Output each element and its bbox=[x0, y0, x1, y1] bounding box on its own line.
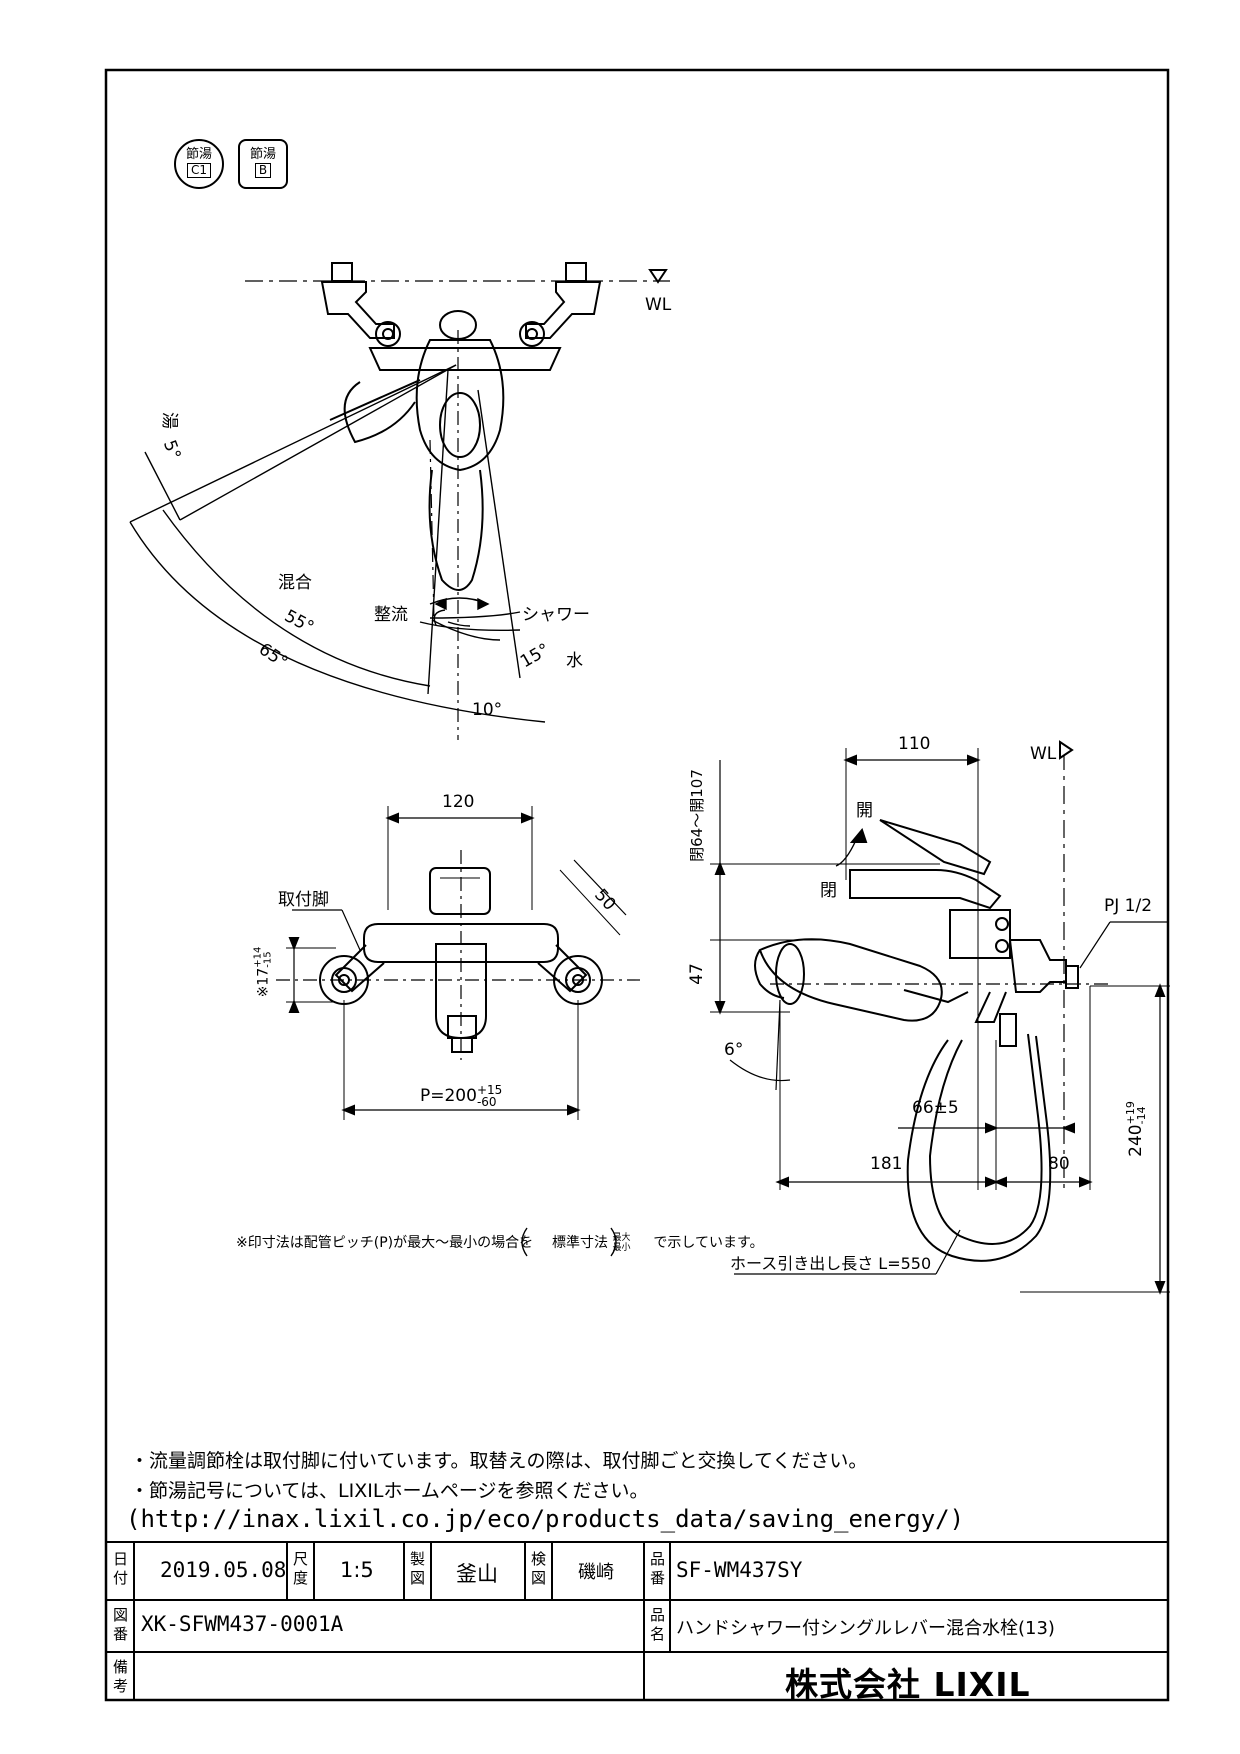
footnote-max: 最大 bbox=[612, 1233, 631, 1243]
dimension-footnote: ※印寸法は配管ピッチ(P)が最大～最小の場合を 標準寸法 最大最小 で示していま… bbox=[236, 1232, 764, 1253]
top-view-faucet bbox=[245, 262, 670, 740]
footnote-min: 最小 bbox=[612, 1243, 631, 1253]
offset-tol-minus: -15 bbox=[262, 951, 274, 968]
company-logo: 株式会社 LIXIL bbox=[785, 1665, 1031, 1704]
footnote-prefix: ※印寸法は配管ピッチ(P)が最大～最小の場合を bbox=[236, 1235, 534, 1251]
wall-dim: 80 bbox=[1048, 1154, 1070, 1174]
badge-b-top: 節湯 bbox=[249, 147, 276, 162]
part-no-label: 品番 bbox=[650, 1550, 666, 1587]
spout-dim: 66±5 bbox=[912, 1098, 959, 1118]
top-view-angle-lines bbox=[129, 364, 546, 723]
check-label: 検図 bbox=[531, 1550, 547, 1587]
sheet-frame bbox=[104, 68, 1170, 1702]
part-no-value: SF-WM437SY bbox=[676, 1558, 803, 1582]
offset-dim: ※17+14-15 bbox=[252, 947, 274, 998]
pipe-size-label: PJ 1/2 bbox=[1104, 896, 1153, 916]
drop-value: 240 bbox=[1125, 1124, 1146, 1157]
title-block-grid bbox=[106, 1541, 1168, 1700]
scale-value: 1:5 bbox=[340, 1558, 374, 1582]
drawn-label: 製図 bbox=[410, 1550, 426, 1587]
saving-hot-water-c1-badge: 節湯 C1 bbox=[174, 139, 224, 189]
straight-flow-label: 整流 bbox=[374, 605, 408, 625]
pitch-dim: P=200+15-60 bbox=[420, 1084, 502, 1108]
hot-label: 湯 bbox=[159, 412, 179, 429]
reach-dim: 181 bbox=[870, 1154, 903, 1174]
pitch-tol-plus: +15 bbox=[476, 1083, 503, 1097]
shower-label: シャワー bbox=[522, 605, 590, 625]
product-name-value: ハンドシャワー付シングルレバー混合水栓(13) bbox=[676, 1618, 1055, 1639]
drawing-no-label: 図番 bbox=[113, 1606, 129, 1643]
offset-value: ※17 bbox=[255, 967, 272, 998]
footnote-suffix: で示しています。 bbox=[653, 1235, 764, 1251]
lever-range-dim: 閉64～開107 bbox=[687, 769, 706, 862]
note-url: (http://inax.lixil.co.jp/eco/products_da… bbox=[126, 1505, 965, 1533]
cold-label: 水 bbox=[566, 651, 583, 671]
side-depth-dim: 110 bbox=[898, 734, 931, 754]
badge-c1-top: 節湯 bbox=[185, 147, 212, 162]
badge-b-bottom: B bbox=[254, 163, 272, 178]
side-view-faucet bbox=[710, 740, 1170, 1295]
scale-label: 尺度 bbox=[293, 1550, 309, 1587]
cold-angle-label: 10° bbox=[472, 700, 503, 720]
footnote-standard: 標準寸法 bbox=[552, 1235, 609, 1251]
product-name-label: 品名 bbox=[650, 1606, 666, 1643]
checked-by: 磯崎 bbox=[578, 1562, 614, 1583]
side-wl-label: WL bbox=[1030, 744, 1057, 764]
mounting-leg-label: 取付脚 bbox=[278, 890, 329, 910]
spray-angle-label: 6° bbox=[724, 1040, 744, 1060]
lever-closed-label: 閉 bbox=[820, 881, 837, 901]
drawing-no-value: XK-SFWM437-0001A bbox=[141, 1612, 344, 1636]
date-label: 日付 bbox=[113, 1550, 129, 1587]
front-view-faucet bbox=[276, 806, 640, 1120]
drop-dim: 240+19-14 bbox=[1124, 1101, 1148, 1157]
hose-length-note: ホース引き出し長さ L=550 bbox=[730, 1254, 932, 1273]
remarks-label: 備考 bbox=[113, 1658, 129, 1695]
note-line-2: ・節湯記号については、LIXILホームページを参照ください。 bbox=[130, 1480, 649, 1502]
date-value: 2019.05.08 bbox=[160, 1558, 287, 1582]
badge-c1-bottom: C1 bbox=[186, 163, 211, 178]
drawn-by: 釜山 bbox=[456, 1562, 498, 1586]
side-height-dim: 47 bbox=[686, 963, 707, 985]
pitch-tol-minus: -60 bbox=[476, 1095, 497, 1109]
mix-label: 混合 bbox=[278, 573, 312, 593]
top-wl-label: WL bbox=[645, 295, 672, 315]
saving-hot-water-b-badge: 節湯 B bbox=[238, 139, 288, 189]
drop-tol-minus: -14 bbox=[1134, 1106, 1148, 1125]
pitch-value: P=200 bbox=[420, 1086, 477, 1106]
note-line-1: ・流量調節栓は取付脚に付いています。取替えの際は、取付脚ごと交換してください。 bbox=[130, 1450, 868, 1472]
lever-open-label: 開 bbox=[856, 801, 873, 821]
front-width-dim: 120 bbox=[442, 792, 475, 812]
